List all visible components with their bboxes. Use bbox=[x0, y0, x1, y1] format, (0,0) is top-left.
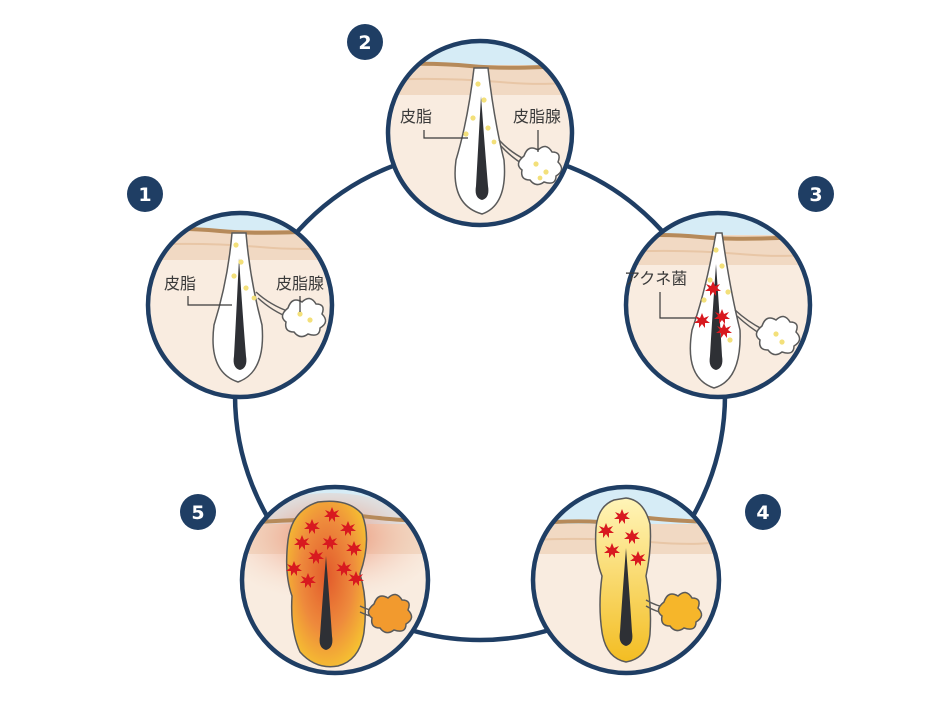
step-badge-2: 2 bbox=[347, 24, 383, 60]
stage-1-panel: 皮脂 皮脂腺 bbox=[145, 210, 335, 400]
stage-2-sebum-label: 皮脂 bbox=[400, 107, 432, 126]
svg-text:3: 3 bbox=[809, 184, 822, 206]
svg-text:2: 2 bbox=[358, 32, 371, 54]
stage-3-bacteria-label: アクネ菌 bbox=[624, 269, 687, 288]
svg-text:4: 4 bbox=[756, 502, 769, 524]
stage-4-panel bbox=[530, 484, 722, 676]
stage-2-gland-label: 皮脂腺 bbox=[513, 107, 561, 126]
step-badge-4: 4 bbox=[745, 494, 781, 530]
bacteria-icon bbox=[694, 281, 732, 338]
stage-2-panel: 皮脂 皮脂腺 bbox=[385, 38, 575, 228]
stage-1-gland-label: 皮脂腺 bbox=[276, 274, 324, 293]
stage-1-sebum-label: 皮脂 bbox=[164, 274, 196, 293]
step-badge-3: 3 bbox=[798, 176, 834, 212]
svg-text:5: 5 bbox=[191, 502, 204, 524]
step-badge-1: 1 bbox=[127, 176, 163, 212]
svg-text:1: 1 bbox=[138, 184, 151, 206]
step-badge-5: 5 bbox=[180, 494, 216, 530]
stage-3-panel: アクネ菌 bbox=[623, 210, 813, 400]
